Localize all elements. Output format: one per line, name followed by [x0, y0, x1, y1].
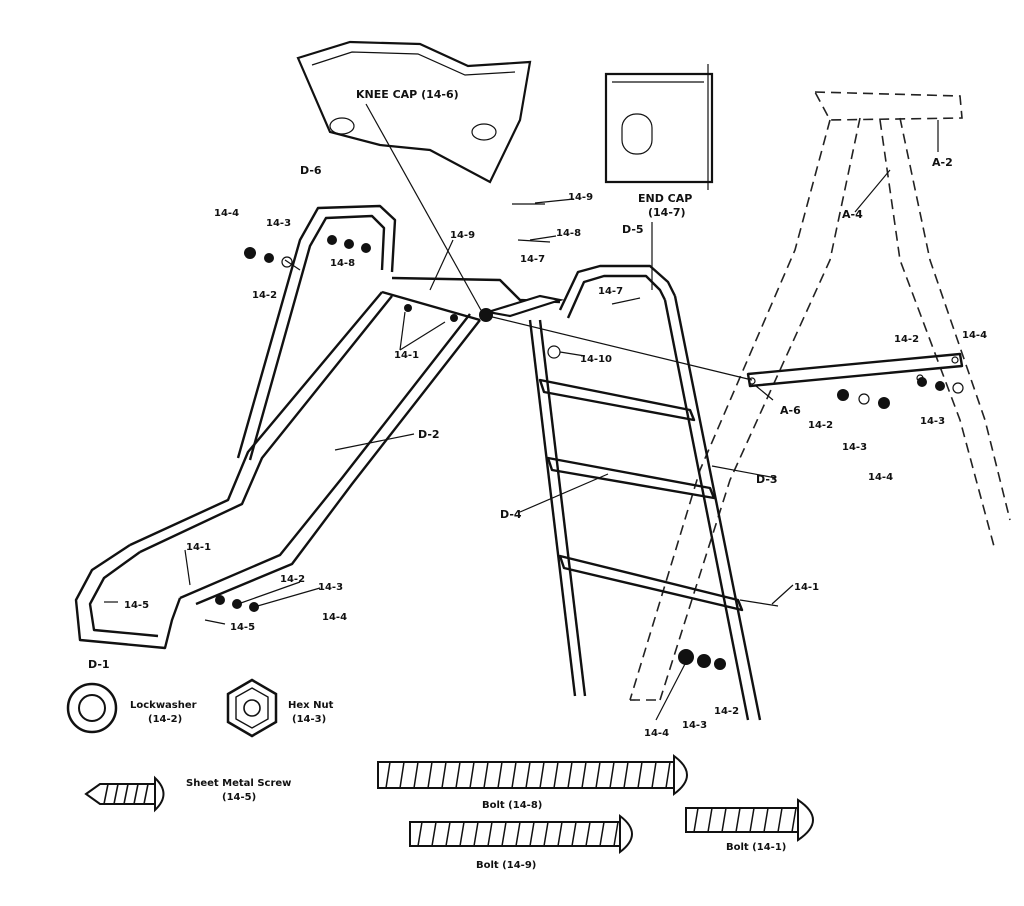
side-rail-d6	[236, 204, 397, 461]
label-a6: A-6	[780, 404, 801, 417]
label-14-8-a: 14-8	[330, 258, 355, 269]
label-14-4-c: 14-4	[868, 472, 893, 483]
bolt-14-1-drawing	[685, 798, 814, 842]
screw-label-line1: Sheet Metal Screw	[186, 778, 291, 789]
label-14-4-e: 14-4	[322, 612, 347, 623]
label-14-3-c: 14-3	[842, 442, 867, 453]
label-14-2-b: 14-2	[894, 334, 919, 345]
label-14-9-b: 14-9	[568, 192, 593, 203]
label-14-4-b: 14-4	[962, 330, 987, 341]
label-a2: A-2	[932, 156, 953, 169]
bolt-14-8-label: Bolt (14-8)	[482, 800, 542, 811]
sheet-metal-screw-drawing	[84, 775, 165, 813]
part-labels: KNEE CAP (14-6) END CAP (14-7) D-6 D-5 A…	[88, 88, 987, 739]
label-14-3-e: 14-3	[318, 582, 343, 593]
label-14-1-a: 14-1	[394, 350, 419, 361]
hexnut-drawing	[226, 678, 278, 738]
hardware-pieces	[104, 203, 964, 670]
label-14-3-d: 14-3	[682, 720, 707, 731]
label-14-1-c: 14-1	[186, 542, 211, 553]
hardware-legend-labels: Lockwasher (14-2) Hex Nut (14-3) Sheet M…	[130, 700, 786, 871]
label-14-1-b: 14-1	[794, 582, 819, 593]
label-d1: D-1	[88, 658, 110, 671]
end-cap-label-line2: (14-7)	[648, 206, 686, 219]
label-14-2-c: 14-2	[808, 420, 833, 431]
label-14-10: 14-10	[580, 354, 612, 365]
label-14-2-e: 14-2	[280, 574, 305, 585]
label-14-8-b: 14-8	[556, 228, 581, 239]
label-14-7-b: 14-7	[598, 286, 623, 297]
leader-lines	[184, 103, 939, 721]
ladder	[487, 264, 762, 721]
hexnut-label-line2: (14-3)	[292, 714, 326, 725]
label-14-9-a: 14-9	[450, 230, 475, 241]
label-a4: A-4	[842, 208, 863, 221]
label-14-4-a: 14-4	[214, 208, 239, 219]
label-14-5-a: 14-5	[124, 600, 149, 611]
label-14-3-b: 14-3	[920, 416, 945, 427]
lockwasher-drawing	[66, 682, 118, 734]
knee-cap-part	[296, 40, 532, 184]
label-14-3-a: 14-3	[266, 218, 291, 229]
label-d4: D-4	[500, 508, 522, 521]
end-cap-part	[604, 64, 714, 190]
knee-cap-label: KNEE CAP (14-6)	[356, 88, 459, 101]
label-14-7-a: 14-7	[520, 254, 545, 265]
bolt-14-9-drawing	[409, 813, 633, 855]
screw-label-line2: (14-5)	[222, 792, 256, 803]
label-14-2-d: 14-2	[714, 706, 739, 717]
lockwasher-label-line2: (14-2)	[148, 714, 182, 725]
hexnut-label-line1: Hex Nut	[288, 700, 334, 711]
label-d3: D-3	[756, 473, 778, 486]
label-d2: D-2	[418, 428, 440, 441]
label-14-5-b: 14-5	[230, 622, 255, 633]
end-cap-label-line1: END CAP	[638, 192, 692, 205]
bolt-14-1-label: Bolt (14-1)	[726, 842, 786, 853]
label-14-4-d: 14-4	[644, 728, 669, 739]
brace-a6	[479, 313, 964, 388]
swing-frame-outline	[629, 91, 1011, 701]
label-d6: D-6	[300, 164, 322, 177]
label-14-2-a: 14-2	[252, 290, 277, 301]
lockwasher-label-line1: Lockwasher	[130, 700, 197, 711]
bolt-14-9-label: Bolt (14-9)	[476, 860, 536, 871]
label-d5: D-5	[622, 223, 644, 236]
bolt-14-8-drawing	[377, 754, 688, 796]
